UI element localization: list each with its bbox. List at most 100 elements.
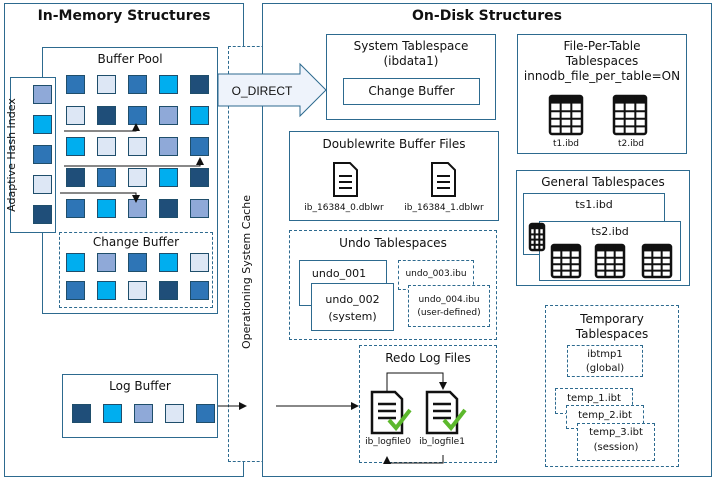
buffer-page [128,168,147,187]
buffer-page [159,106,178,125]
hash-index-page [33,175,52,194]
change-buffer-page [66,253,85,272]
buffer-page [66,137,85,156]
temporary-title: Temporary [580,312,644,326]
change-buffer-page [97,281,116,300]
hash-index-page [33,85,52,104]
system-tablespace-box [326,34,496,120]
buffer-page [190,106,209,125]
buffer-page [97,168,116,187]
buffer-page [190,75,209,94]
ibtmp1-sub: (global) [585,363,625,374]
table-icon [550,243,582,279]
undo-002-box [311,283,394,331]
buffer-page [66,75,85,94]
o-direct-label: O_DIRECT [232,84,293,98]
file-icon [370,390,404,435]
table-icon [594,243,626,279]
undo-003-label: undo_003.ibu [405,269,467,279]
buffer-page [66,106,85,125]
buffer-page [159,199,178,218]
undo-002-sub: (system) [328,310,377,323]
buffer-page [159,137,178,156]
buffer-pool-title: Buffer Pool [97,52,163,66]
buffer-page [190,168,209,187]
change-buffer-page [159,253,178,272]
change-buffer-page [66,281,85,300]
log-buffer-title: Log Buffer [109,379,171,393]
undo-004-sub: (user-defined) [417,308,481,318]
log-buffer-page [103,404,122,423]
buffer-page [66,168,85,187]
hash-index-page [33,115,52,134]
buffer-page [97,75,116,94]
logfile1-label: ib_logfile1 [419,437,465,447]
system-tablespace-subtitle: (ibdata1) [383,54,439,68]
ts2-label: ts2.ibd [591,225,629,238]
temp-1-label: temp_1.ibt [567,393,621,404]
buffer-page [190,137,209,156]
buffer-page [66,199,85,218]
change-buffer-memory-title: Change Buffer [92,235,180,249]
dblwr-0-label: ib_16384_0.dblwr [304,203,384,213]
buffer-page [128,75,147,94]
table-icon [548,94,584,136]
undo-001-label: undo_001 [311,267,367,280]
redo-log-files-title: Redo Log Files [385,351,471,365]
buffer-page [97,137,116,156]
checkmark-icon [442,408,467,432]
change-buffer-page [97,253,116,272]
undo-tablespaces-title: Undo Tablespaces [339,236,447,250]
temp-3-sub: (session) [593,442,639,453]
log-buffer-page [72,404,91,423]
ts1-label: ts1.ibd [575,198,613,211]
change-buffer-page [190,253,209,272]
change-buffer-page [128,253,147,272]
ibtmp1-label: ibtmp1 [587,349,623,360]
buffer-page [128,137,147,156]
buffer-page [97,199,116,218]
dblwr-1-label: ib_16384_1.dblwr [404,203,484,213]
log-buffer-page [165,404,184,423]
table-icon [641,243,673,279]
undo-002-label: undo_002 [325,293,380,306]
file-per-table-setting: innodb_file_per_table=ON [523,69,681,83]
buffer-page [159,75,178,94]
checkmark-icon [387,408,412,432]
buffer-page [190,199,209,218]
redo-cycle-arrows [383,372,447,464]
on-disk-title: On-Disk Structures [412,8,562,24]
log-buffer-page [134,404,153,423]
log-buffer-page [196,404,215,423]
temp-3-label: temp_3.ibt [589,427,643,438]
file-icon [425,390,459,435]
o-direct-arrow-icon: O_DIRECT [217,62,327,118]
table-icon [528,222,546,252]
table-icon [612,94,648,136]
undo-004-label: undo_004.ibu [418,295,480,305]
file-icon [431,162,456,197]
change-buffer-page [190,281,209,300]
buffer-pool-arrows [60,123,204,203]
doublewrite-box [289,131,499,221]
file-t1-label: t1.ibd [552,139,580,149]
file-per-table-box [517,34,687,154]
system-tablespace-title: System Tablespace [353,39,469,53]
file-icon [333,162,358,197]
hash-index-page [33,205,52,224]
file-t2-label: t2.ibd [617,139,645,149]
ibtmp1-box [567,345,643,377]
change-buffer-disk-box: Change Buffer [343,78,480,105]
file-per-table-title-2: Tablespaces [565,54,639,68]
general-tablespaces-title: General Tablespaces [541,175,665,189]
logfile0-label: ib_logfile0 [365,437,411,447]
in-memory-title: In-Memory Structures [37,8,211,24]
undo-004-box [408,285,490,327]
temporary-title-2: Tablespaces [575,327,649,341]
file-per-table-title: File-Per-Table [563,39,641,53]
change-buffer-page [159,281,178,300]
hash-index-page [33,145,52,164]
doublewrite-title: Doublewrite Buffer Files [322,137,466,151]
